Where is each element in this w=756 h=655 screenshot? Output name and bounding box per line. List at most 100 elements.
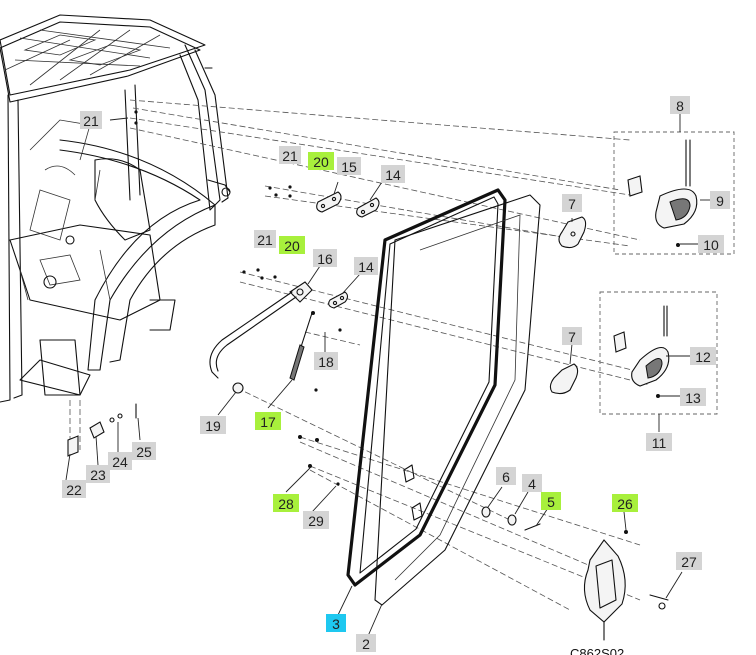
callout-box [698,235,724,253]
latch-assembly-12 [613,305,670,398]
part-callout-19: 19 [200,416,226,434]
callout-number: 8 [676,98,684,114]
callout-number: 18 [318,354,334,370]
callout-box [690,347,716,365]
callout-number: 27 [681,554,697,570]
part-callout-9: 9 [710,191,730,209]
part-callout-6: 6 [496,467,516,485]
part-callout-2: 2 [356,634,376,652]
latch-pad-7-upper [558,216,587,249]
part-callout-25: 25 [132,442,156,460]
callout-box [279,236,305,254]
callout-number: 5 [547,494,555,510]
callout-number: 16 [317,251,333,267]
callout-box [255,412,281,430]
callout-box [354,257,378,275]
callout-number: 13 [685,390,701,406]
part-callout-8: 8 [670,96,690,114]
part-callout-17: 17 [255,412,281,430]
callout-box [612,494,638,512]
callout-number: 7 [568,329,576,345]
callout-box [670,96,690,114]
callout-box [308,152,334,170]
part-callout-7: 7 [562,194,582,212]
upper-latch-box [613,131,735,255]
part-callout-12: 12 [690,347,716,365]
callout-box [273,494,299,512]
part-callout-22: 22 [62,480,86,498]
part-callout-5: 5 [541,492,561,510]
callout-box [108,452,132,470]
callout-number: 4 [528,476,536,492]
callout-box [62,480,86,498]
callout-number: 22 [66,482,82,498]
callout-number: 20 [284,238,300,254]
part-callout-3: 3 [326,614,346,632]
hinge-plate-14-upper [356,197,380,218]
callout-box [562,327,582,345]
callout-number: 28 [278,496,294,512]
part-callout-15: 15 [337,157,361,175]
part-callout-29: 29 [303,511,329,529]
callout-box [562,194,582,212]
callout-number: 26 [617,496,633,512]
part-callout-24: 24 [108,452,132,470]
part-callout-20: 20 [279,236,305,254]
callout-number: 7 [568,196,576,212]
part-callout-18: 18 [314,352,338,370]
callout-box [86,465,110,483]
callout-number: 29 [308,513,324,529]
callout-number: 12 [695,349,711,365]
part-callout-14: 14 [381,165,405,183]
callout-number: 10 [703,237,719,253]
callout-box [381,165,405,183]
callout-number: 21 [257,232,273,248]
part-callout-21: 21 [80,111,102,129]
latch-assembly-9 [627,139,698,247]
callout-box [710,191,730,209]
callout-number: 20 [313,154,329,170]
callout-number: 23 [90,467,106,483]
callout-number: 2 [362,636,370,652]
part-callout-7: 7 [562,327,582,345]
callout-number: 11 [652,435,667,451]
part-callout-4: 4 [522,474,542,492]
drawing-code: C862S02 [570,646,624,655]
callout-box [80,111,102,129]
part-callout-10: 10 [698,235,724,253]
callout-box [337,157,361,175]
part-callout-26: 26 [612,494,638,512]
cab-frame [0,14,231,403]
callout-box [279,146,301,164]
callout-number: 25 [136,444,152,460]
part-callout-20: 20 [308,152,334,170]
striker-parts-22-25 [67,403,137,457]
callout-box [356,634,376,652]
part-callout-28: 28 [273,494,299,512]
callout-number: 17 [260,414,276,430]
callout-number: 14 [358,259,374,275]
callout-box [326,614,346,632]
callout-number: 3 [332,616,340,632]
part-callout-23: 23 [86,465,110,483]
callout-box [541,492,561,510]
assembly-lines [69,99,651,611]
lock-key-27 [649,594,669,610]
hinge-plate-14-lower [328,291,349,309]
callout-number: 21 [282,148,298,164]
door-seal-frame [346,188,507,587]
callout-number: 9 [716,193,724,209]
fastener-dots [134,110,628,534]
callout-number: 21 [83,113,99,129]
callout-number: 19 [205,418,221,434]
callout-box [522,474,542,492]
callout-box [314,352,338,370]
callout-number: 24 [112,454,128,470]
part-callout-21: 21 [254,230,276,248]
hinge-plate-15 [316,191,342,213]
part-callout-11: 11 [646,433,672,451]
lower-latch-box [599,291,718,415]
callout-number: 14 [385,167,401,183]
grab-handle-19 [209,291,297,394]
callout-number: 6 [502,469,510,485]
